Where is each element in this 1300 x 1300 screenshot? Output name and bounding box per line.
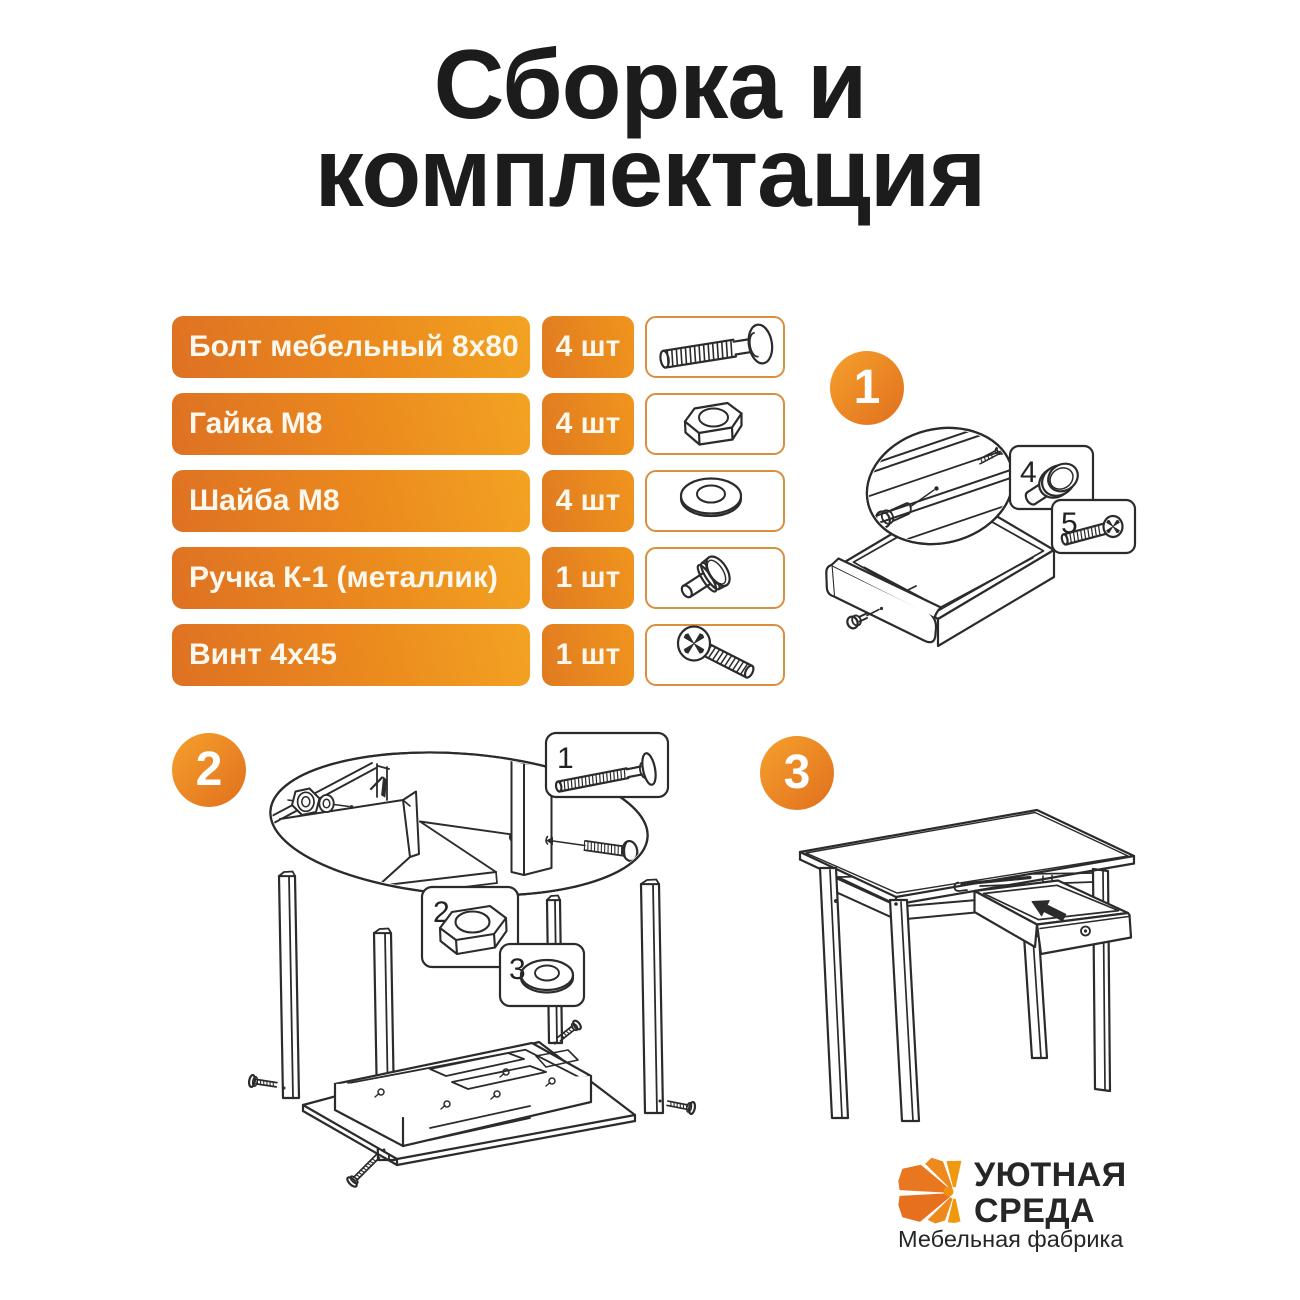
svg-text:1: 1	[557, 742, 574, 775]
svg-text:4: 4	[1020, 456, 1037, 489]
